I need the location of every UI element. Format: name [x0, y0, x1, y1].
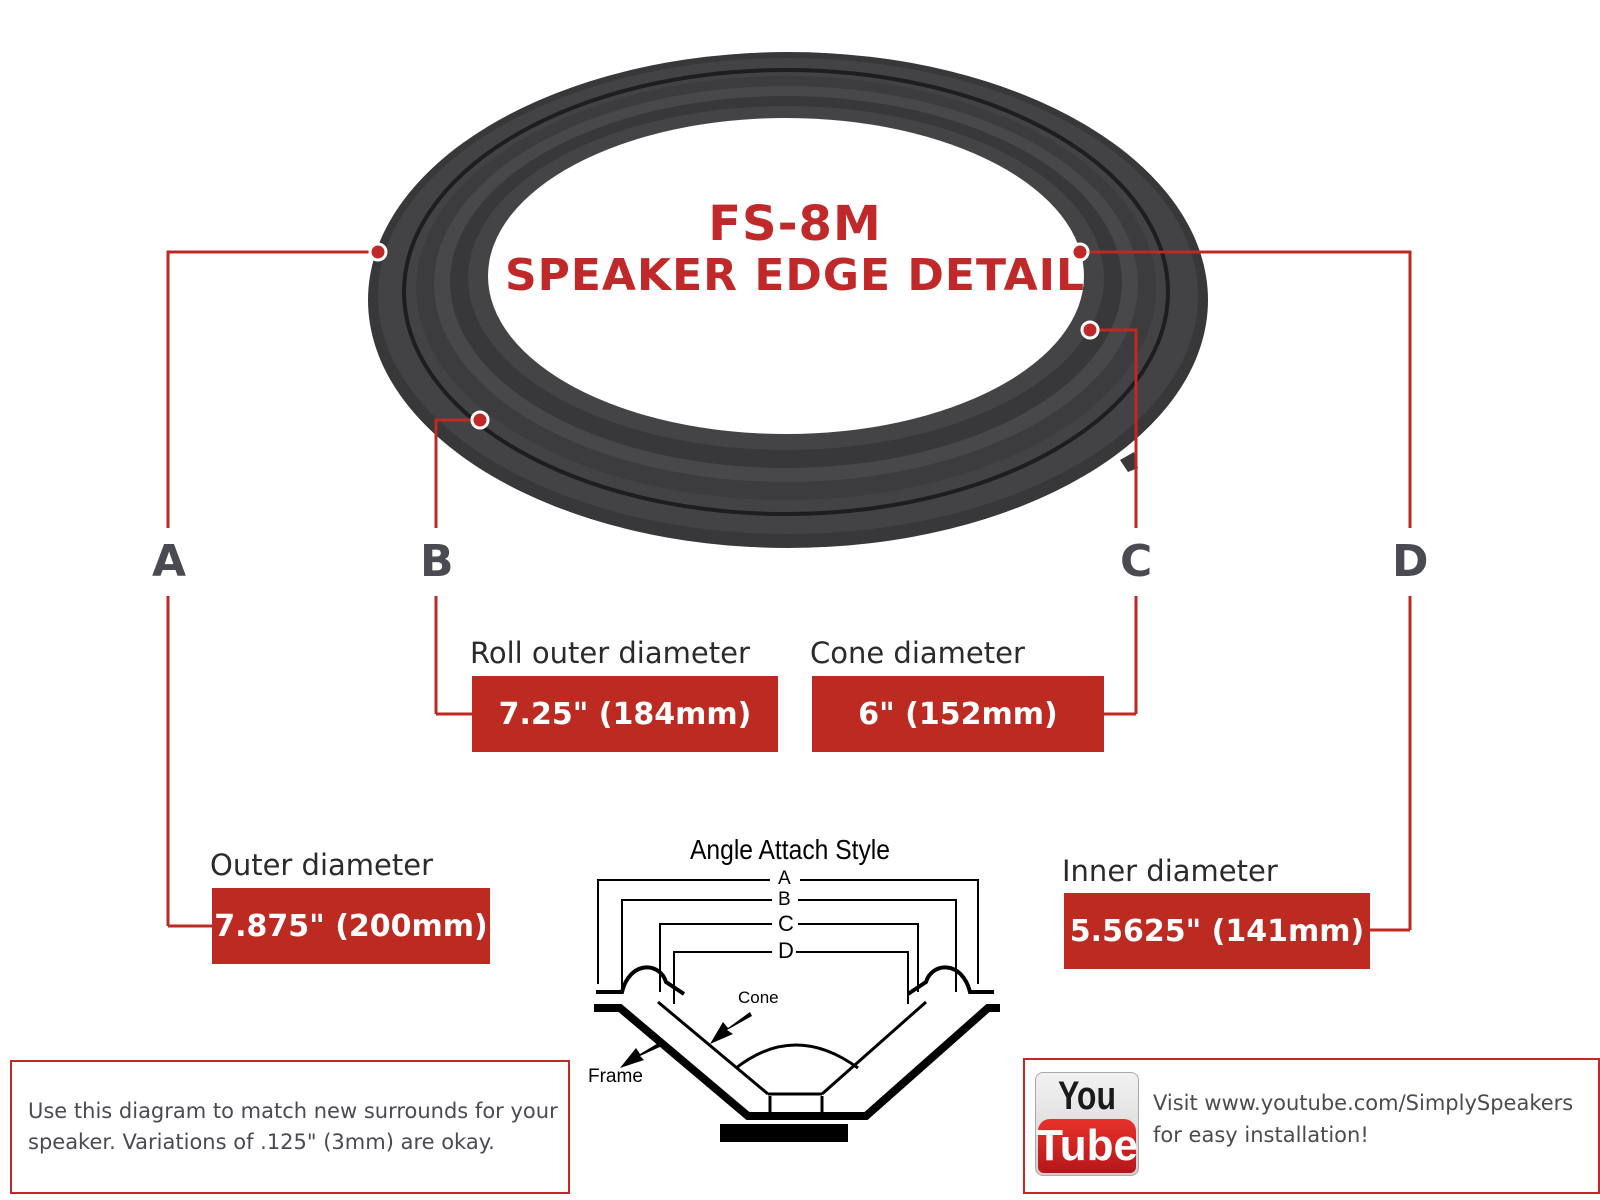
usage-note-text: Use this diagram to match new surrounds … [28, 1099, 558, 1154]
inner-diameter-label: Inner diameter [1062, 854, 1278, 888]
page-subtitle: SPEAKER EDGE DETAIL [504, 250, 1086, 301]
outer-diameter-label: Outer diameter [210, 848, 434, 882]
dimension-letter-c: C [1120, 536, 1153, 587]
cone-label: Cone [738, 988, 779, 1007]
marker-dot-d [1070, 242, 1090, 262]
marker-dot-b [470, 410, 490, 430]
dimension-letter-a: A [152, 536, 187, 587]
cross-section-diagram: Angle Attach Style [588, 832, 1000, 1142]
dimension-letter-d: D [1392, 536, 1429, 587]
cross-section-letter-a: A [778, 868, 791, 889]
cross-section-letter-b: B [778, 889, 791, 910]
marker-dot-a [368, 242, 388, 262]
youtube-instructions-text: for easy installation! [1153, 1123, 1369, 1147]
cross-section-drawing [594, 879, 1000, 1142]
dimension-letter-b: B [420, 536, 454, 587]
cross-section-title: Angle Attach Style [689, 834, 890, 865]
cross-section-letter-c: C [778, 911, 794, 936]
usage-note-box: Use this diagram to match new surrounds … [10, 1060, 570, 1194]
outer-diameter-value: 7.875" (200mm) [212, 888, 490, 964]
marker-dot-c [1080, 320, 1100, 340]
cone-diameter-label: Cone diameter [810, 636, 1025, 670]
roll-outer-diameter-value: 7.25" (184mm) [472, 676, 778, 752]
inner-diameter-value: 5.5625" (141mm) [1064, 893, 1370, 969]
frame-label: Frame [588, 1066, 643, 1087]
model-title: FS-8M [708, 196, 882, 252]
cone-diameter-value: 6" (152mm) [812, 676, 1104, 752]
youtube-link-text[interactable]: Visit www.youtube.com/SimplySpeakers [1153, 1091, 1574, 1115]
roll-outer-diameter-label: Roll outer diameter [470, 636, 750, 670]
youtube-logo-icon[interactable]: You Tube [1035, 1072, 1139, 1176]
cross-section-letter-d: D [778, 938, 794, 963]
youtube-note-box: You Tube Visit www.youtube.com/SimplySpe… [1023, 1058, 1600, 1194]
